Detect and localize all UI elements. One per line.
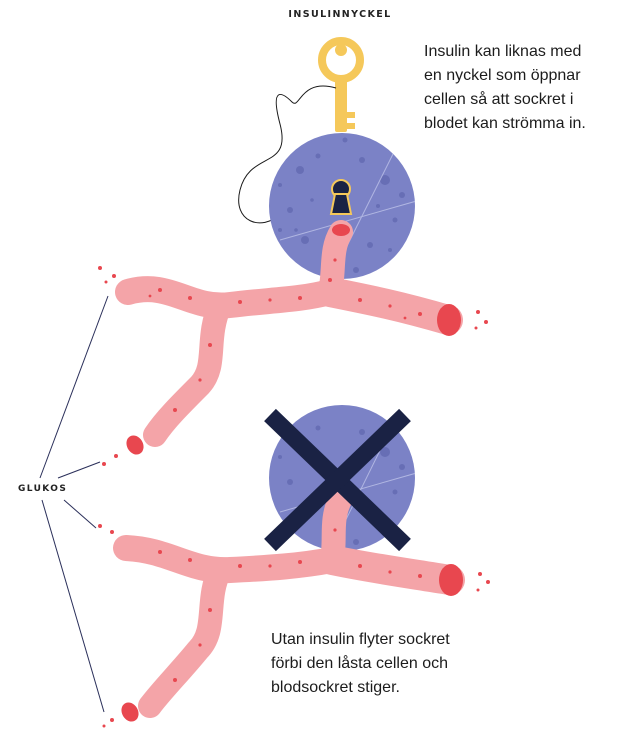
caption-top-line: cellen så att sockret i bbox=[424, 88, 586, 112]
caption-bottom-line: Utan insulin flyter sockret bbox=[271, 628, 450, 652]
caption-top-line: Insulin kan liknas med bbox=[424, 40, 586, 64]
caption-bottom: Utan insulin flyter sockret förbi den lå… bbox=[271, 628, 450, 700]
key-label: INSULINNYCKEL bbox=[270, 9, 410, 20]
caption-top-line: blodet kan strömma in. bbox=[424, 112, 586, 136]
caption-bottom-line: blodsockret stiger. bbox=[271, 676, 450, 700]
glucose-label: GLUKOS bbox=[18, 484, 67, 494]
caption-top: Insulin kan liknas med en nyckel som öpp… bbox=[424, 40, 586, 136]
caption-top-line: en nyckel som öppnar bbox=[424, 64, 586, 88]
caption-bottom-line: förbi den låsta cellen och bbox=[271, 652, 450, 676]
glucose-pointer-lines bbox=[40, 296, 108, 712]
